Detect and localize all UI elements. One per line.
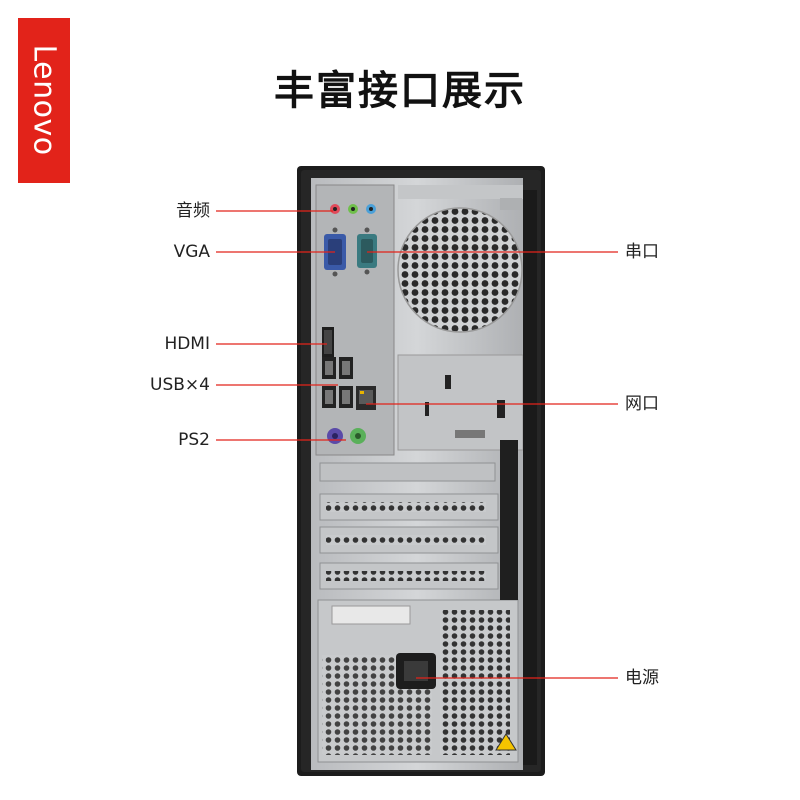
- audio-jacks: [330, 204, 376, 214]
- label-hdmi: HDMI: [164, 334, 210, 354]
- fan-grille: [397, 207, 523, 333]
- serial-port: [357, 227, 377, 275]
- label-vga: VGA: [173, 242, 210, 262]
- lan-port: [356, 386, 376, 410]
- label-lan: 网口: [625, 394, 659, 414]
- label-serial: 串口: [625, 242, 659, 262]
- expansion-slots: [319, 462, 499, 590]
- label-ps2: PS2: [178, 430, 210, 450]
- page-title: 丰富接口展示: [274, 68, 526, 114]
- label-usb: USB×4: [150, 375, 210, 395]
- io-shield: [315, 184, 395, 456]
- usb-ports: [322, 357, 353, 408]
- leader-lines: [216, 210, 618, 679]
- label-audio: 音频: [176, 201, 210, 221]
- psu: [317, 599, 519, 763]
- label-power: 电源: [625, 668, 659, 688]
- hdmi-port: [322, 327, 334, 357]
- lenovo-logo: Lenovo: [18, 18, 70, 183]
